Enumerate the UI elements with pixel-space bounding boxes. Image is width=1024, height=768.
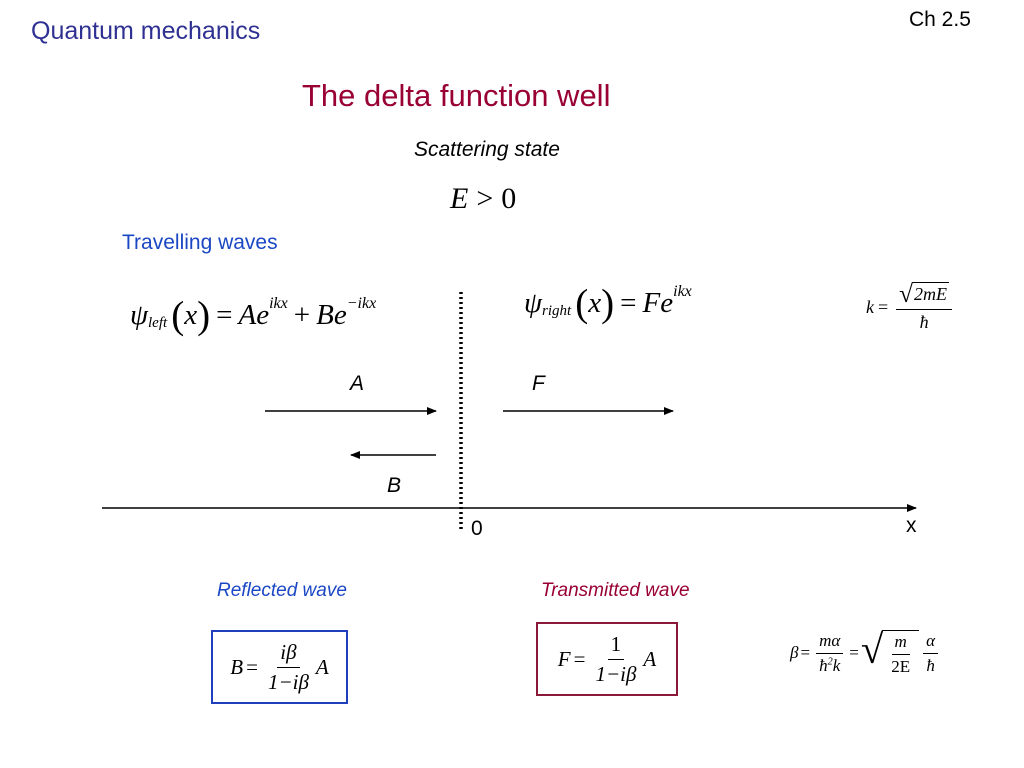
transmitted-denominator: 1−iβ <box>595 661 637 686</box>
beta-fraction-2: m 2E <box>888 632 913 676</box>
exp-base: e <box>256 299 270 332</box>
exp-base: e <box>660 287 674 320</box>
reflected-fraction: iβ 1−iβ <box>265 640 312 693</box>
reflected-numerator: iβ <box>277 640 300 668</box>
beta-definition: β = mα ħ2k = √ m 2E α ħ <box>790 629 942 676</box>
transmitted-formula: F = 1 1−iβ A <box>557 632 657 686</box>
beta-denominator-3: ħ <box>926 655 935 675</box>
label-b: B <box>387 474 402 497</box>
psi-left-subscript: left <box>148 315 168 332</box>
energy-symbol: E <box>450 182 469 215</box>
beta-numerator-2: m <box>891 632 910 655</box>
var-x: x <box>588 287 602 320</box>
reflected-denominator: 1−iβ <box>267 669 309 694</box>
chapter-label: Ch 2.5 <box>909 8 971 31</box>
transmitted-formula-box: F = 1 1−iβ A <box>536 622 678 696</box>
beta-symbol: β <box>790 643 799 663</box>
k-symbol: k <box>866 296 874 317</box>
x-axis-label: x <box>906 514 917 537</box>
coef-b: B <box>316 299 334 332</box>
reflected-lhs: B <box>230 654 244 679</box>
subtitle: Scattering state <box>414 138 560 161</box>
psi-symbol: ψ <box>130 299 149 332</box>
greater-than: > <box>476 182 494 215</box>
reflected-caption: Reflected wave <box>217 580 347 601</box>
energy-condition: E > 0 <box>450 182 516 216</box>
transmitted-numerator: 1 <box>607 632 625 660</box>
reflected-formula: B = iβ 1−iβ A <box>230 640 329 694</box>
section-heading: Travelling waves <box>122 231 278 254</box>
exp-ikx: ikx <box>269 294 288 312</box>
beta-denominator-2: 2E <box>891 656 911 676</box>
beta-numerator-1: mα <box>816 631 844 654</box>
transmitted-fraction: 1 1−iβ <box>592 632 639 685</box>
var-x: x <box>184 299 198 332</box>
power-two: 2 <box>827 655 833 667</box>
k-fraction: √2mE ħ <box>896 282 952 333</box>
psi-symbol: ψ <box>524 287 543 320</box>
beta-numerator-3: α <box>923 631 939 654</box>
exp-ikx: ikx <box>673 282 692 300</box>
reflected-formula-box: B = iβ 1−iβ A <box>211 630 348 704</box>
label-a: A <box>350 372 365 395</box>
label-f: F <box>532 372 545 395</box>
k-denominator: ħ <box>919 312 929 333</box>
coef-f: F <box>642 287 661 320</box>
course-title: Quantum mechanics <box>31 17 261 45</box>
beta-fraction-1: mα ħ2k <box>816 631 844 675</box>
coef-a: A <box>238 299 257 332</box>
beta-sqrt: √ m 2E <box>861 629 920 676</box>
exp-minus-ikx: −ikx <box>346 294 377 312</box>
k-definition: k = √2mE ħ <box>866 282 956 333</box>
transmitted-caption: Transmitted wave <box>541 580 690 601</box>
transmitted-lhs: F <box>557 646 571 671</box>
beta-fraction-3: α ħ <box>923 631 939 675</box>
origin-label: 0 <box>471 517 483 540</box>
plus-sign: + <box>293 299 311 332</box>
psi-right-subscript: right <box>542 303 572 320</box>
exp-base: e <box>333 299 347 332</box>
slide-title: The delta function well <box>302 78 611 113</box>
zero-value: 0 <box>501 182 517 215</box>
hbar: ħ <box>819 655 828 675</box>
k-numerator: 2mE <box>911 282 949 307</box>
k-var: k <box>832 655 841 675</box>
reflected-factor: A <box>315 654 329 679</box>
transmitted-factor: A <box>643 646 657 671</box>
